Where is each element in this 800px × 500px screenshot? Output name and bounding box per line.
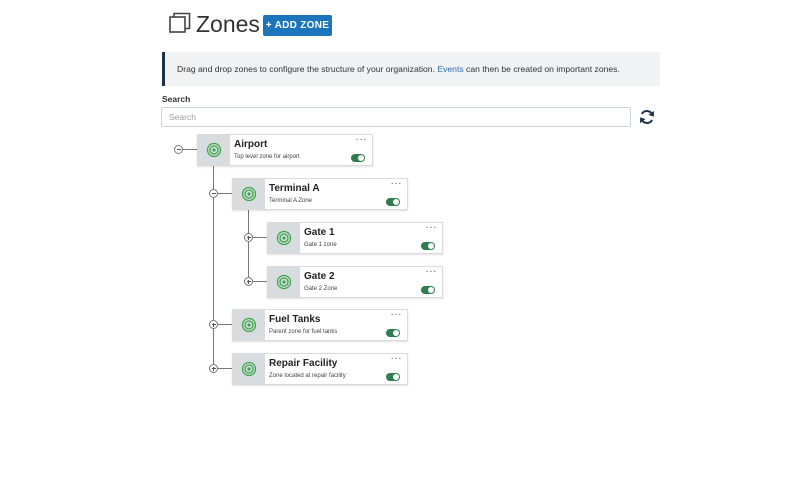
search-label: Search	[162, 94, 191, 104]
zone-description: Gate 1 zone	[304, 242, 337, 248]
zone-enabled-toggle[interactable]	[421, 286, 435, 294]
tree-connector	[248, 237, 267, 238]
zone-description: Gate 2 Zone	[304, 286, 338, 292]
banner-text-after: can then be created on important zones.	[466, 64, 620, 74]
zone-card-repair-facility[interactable]: Repair Facility Zone located at repair f…	[232, 353, 408, 385]
collapse-toggle-terminal-a[interactable]	[209, 189, 218, 198]
zone-menu-button[interactable]: ···	[390, 178, 402, 189]
zone-menu-button[interactable]: ···	[425, 222, 437, 233]
events-link[interactable]: Events	[437, 64, 464, 74]
target-icon	[268, 223, 300, 253]
zone-enabled-toggle[interactable]	[386, 198, 400, 206]
page-title: Zones	[196, 11, 260, 37]
expand-toggle-fuel-tanks[interactable]	[209, 320, 218, 329]
zone-name: Gate 1	[304, 227, 335, 238]
zone-enabled-toggle[interactable]	[386, 329, 400, 337]
tree-connector	[213, 324, 232, 325]
target-icon	[198, 135, 230, 165]
zone-card-gate-1[interactable]: Gate 1 Gate 1 zone ···	[267, 222, 443, 254]
expand-toggle-gate-2[interactable]	[244, 277, 253, 286]
tree-connector	[178, 149, 197, 150]
zone-name: Gate 2	[304, 271, 335, 282]
zone-description: Parent zone for fuel tanks	[269, 329, 338, 335]
zone-menu-button[interactable]: ···	[425, 266, 437, 277]
zone-card-airport[interactable]: Airport Top level zone for airport ···	[197, 134, 373, 166]
zone-enabled-toggle[interactable]	[351, 154, 365, 162]
search-input[interactable]	[161, 107, 631, 127]
target-icon	[233, 354, 265, 384]
zone-name: Repair Facility	[269, 358, 338, 369]
target-icon	[233, 179, 265, 209]
zone-description: Terminal A Zone	[269, 198, 313, 204]
zone-description: Top level zone for airport	[234, 154, 300, 160]
zone-description: Zone located at repair facility	[269, 373, 346, 379]
zone-menu-button[interactable]: ···	[390, 309, 402, 320]
zone-enabled-toggle[interactable]	[386, 373, 400, 381]
zones-icon	[169, 12, 191, 33]
tree-connector	[248, 281, 267, 282]
zone-name: Fuel Tanks	[269, 314, 321, 325]
tree-connector	[213, 193, 232, 194]
zone-name: Terminal A	[269, 183, 320, 194]
tree-connector	[213, 368, 232, 369]
info-banner: Drag and drop zones to configure the str…	[162, 52, 660, 86]
zone-name: Airport	[234, 139, 268, 150]
zone-card-gate-2[interactable]: Gate 2 Gate 2 Zone ···	[267, 266, 443, 298]
zone-card-fuel-tanks[interactable]: Fuel Tanks Parent zone for fuel tanks ··…	[232, 309, 408, 341]
zone-enabled-toggle[interactable]	[421, 242, 435, 250]
zone-menu-button[interactable]: ···	[355, 134, 367, 145]
target-icon	[268, 267, 300, 297]
expand-toggle-repair-facility[interactable]	[209, 364, 218, 373]
expand-toggle-gate-1[interactable]	[244, 233, 253, 242]
zone-card-terminal-a[interactable]: Terminal A Terminal A Zone ···	[232, 178, 408, 210]
collapse-toggle-airport[interactable]	[174, 145, 183, 154]
add-zone-button[interactable]: + ADD ZONE	[263, 15, 332, 36]
banner-text-before: Drag and drop zones to configure the str…	[177, 64, 435, 74]
zone-menu-button[interactable]: ···	[390, 353, 402, 364]
refresh-icon[interactable]	[638, 108, 656, 126]
target-icon	[233, 310, 265, 340]
tree-connector	[213, 154, 214, 368]
